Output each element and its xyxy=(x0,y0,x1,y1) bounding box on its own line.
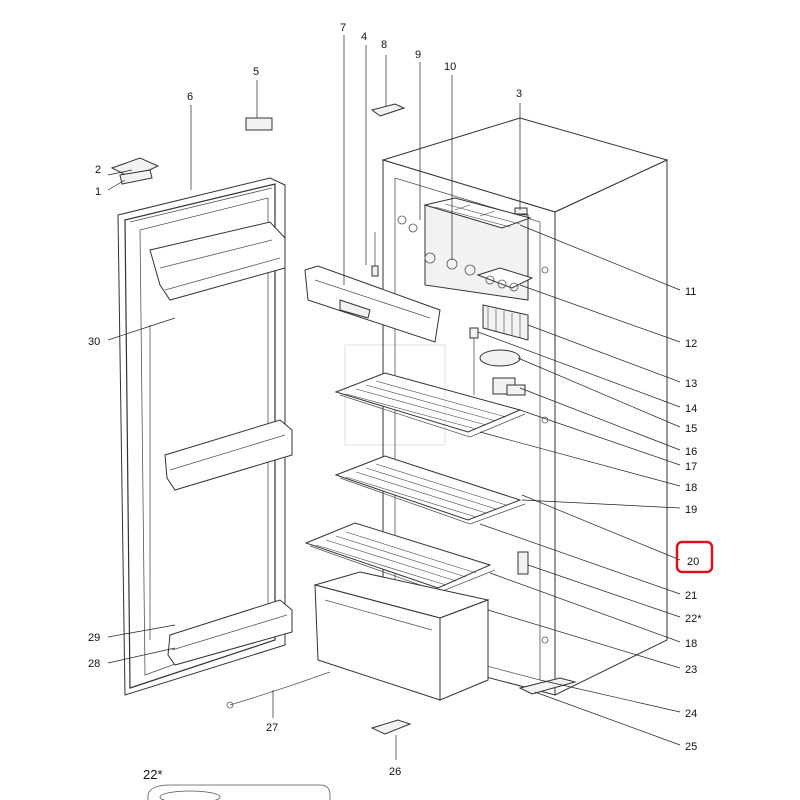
callout-27: 27 xyxy=(266,722,278,734)
callout-28: 28 xyxy=(88,658,100,670)
inset-label: 22* xyxy=(143,767,163,782)
callout-12: 12 xyxy=(685,338,697,350)
refrigerator-door xyxy=(117,177,293,696)
inset-detail xyxy=(147,784,331,800)
callout-21: 21 xyxy=(685,590,697,602)
thermostat-parts xyxy=(469,327,526,396)
callout-20: 20 xyxy=(687,556,699,568)
callout-4: 4 xyxy=(361,31,367,43)
callout-16: 16 xyxy=(685,446,697,458)
thermostat-shaft xyxy=(371,232,379,277)
callout-25: 25 xyxy=(685,741,697,753)
callout-15: 15 xyxy=(685,423,697,435)
callout-9: 9 xyxy=(415,49,421,61)
callout-30: 30 xyxy=(88,336,100,348)
callout-7: 7 xyxy=(340,22,346,34)
leader-lines xyxy=(107,35,681,760)
watermark xyxy=(344,344,446,446)
bracket xyxy=(370,103,406,117)
crisper-drawer xyxy=(313,571,490,701)
door-gasket xyxy=(129,187,273,223)
callout-18-lower: 18 xyxy=(685,638,697,650)
callout-26: 26 xyxy=(389,766,401,778)
callout-5: 5 xyxy=(253,66,259,78)
callout-11: 11 xyxy=(685,286,696,298)
callout-13: 13 xyxy=(685,378,697,390)
callout-22: 22* xyxy=(685,613,702,625)
wiring-cable xyxy=(226,671,331,709)
freezer-grid xyxy=(423,197,532,229)
callout-19: 19 xyxy=(685,504,697,516)
callout-1: 1 xyxy=(95,186,101,198)
callout-6: 6 xyxy=(187,91,193,103)
callout-14: 14 xyxy=(685,403,697,415)
callout-3: 3 xyxy=(516,88,522,100)
callout-17: 17 xyxy=(685,461,697,473)
highlight-box-20 xyxy=(675,540,714,574)
callout-10: 10 xyxy=(444,61,456,73)
ice-tray xyxy=(476,267,534,292)
callout-29: 29 xyxy=(88,632,100,644)
callout-labels: 1 2 3 4 5 6 7 8 9 10 11 12 13 14 15 16 1… xyxy=(88,22,714,782)
callout-18-upper: 18 xyxy=(685,482,697,494)
shelf-middle xyxy=(334,455,526,525)
callout-8: 8 xyxy=(381,39,387,51)
callout-24: 24 xyxy=(685,708,697,720)
evaporator xyxy=(482,304,529,341)
callout-2: 2 xyxy=(95,164,101,176)
freezer-door xyxy=(304,265,441,343)
hinge-pin xyxy=(245,117,273,131)
callout-23: 23 xyxy=(685,664,697,676)
lower-hinge xyxy=(370,719,412,735)
upper-hinge xyxy=(110,157,160,185)
